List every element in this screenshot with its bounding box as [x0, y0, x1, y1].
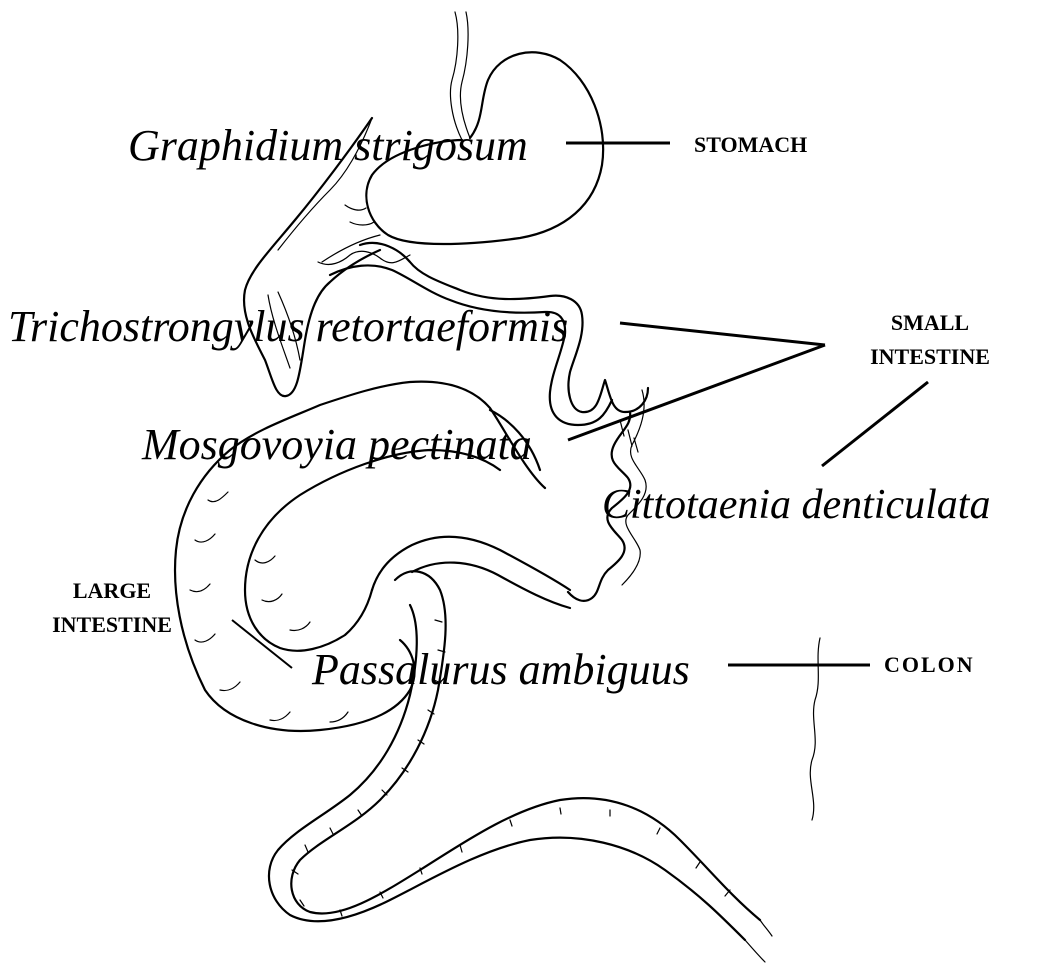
small-intestine-leader-upper: [620, 323, 825, 345]
label-passalurus-ambiguus: Passalurus ambiguus: [311, 645, 690, 694]
label-large-intestine-line1: LARGE: [73, 578, 151, 603]
label-cittotaenia-denticulata: Cittotaenia denticulata: [602, 482, 990, 528]
label-graphidium-strigosum: Graphidium strigosum: [128, 121, 528, 170]
label-mosgovoyia-pectinata: Mosgovoyia pectinata: [141, 420, 532, 469]
label-small-intestine-line2: INTESTINE: [870, 344, 990, 369]
cittotaenia-leader: [822, 382, 928, 466]
label-small-intestine-line1: SMALL: [891, 310, 969, 335]
label-large-intestine-line2: INTESTINE: [52, 612, 172, 637]
label-colon: COLON: [884, 652, 975, 677]
colon: [269, 571, 772, 962]
label-stomach: STOMACH: [694, 132, 807, 157]
large-intestine-leader: [232, 620, 292, 668]
small-intestine-leader-lower: [568, 345, 825, 440]
label-trichostrongylus-retortaeformis: Trichostrongylus retortaeformis: [8, 302, 568, 351]
